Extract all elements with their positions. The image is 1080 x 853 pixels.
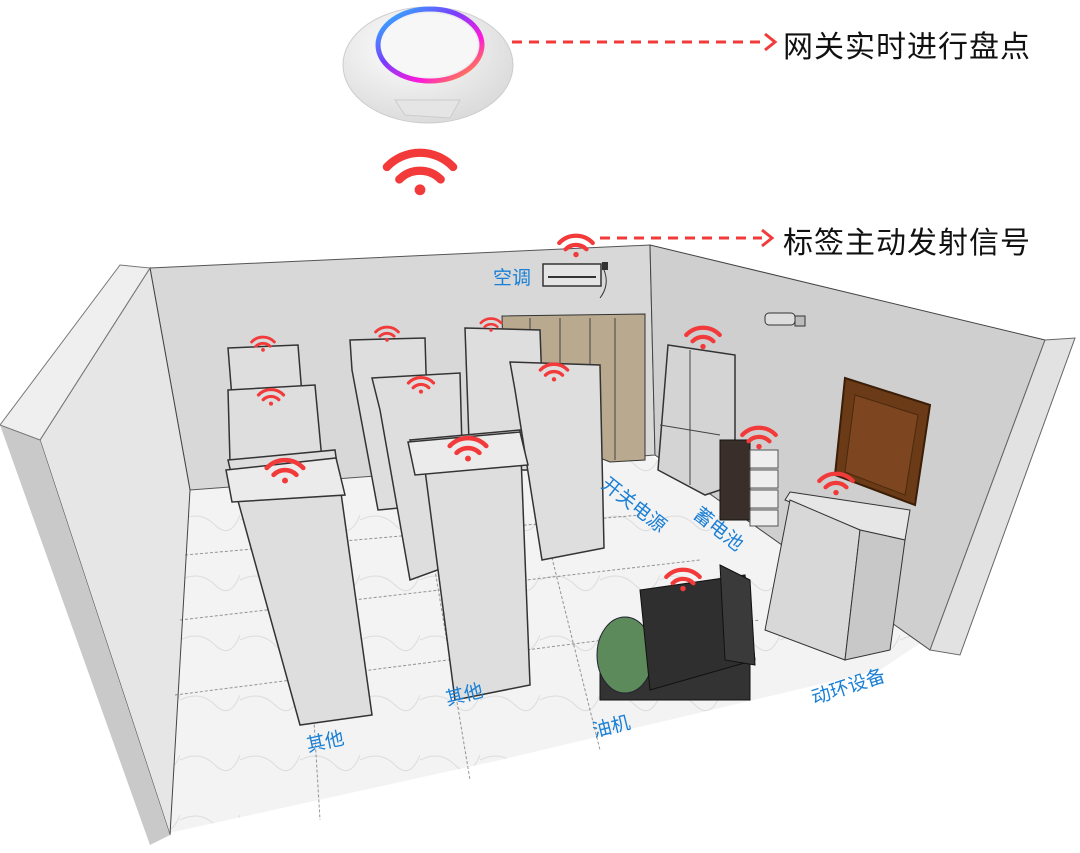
- air-conditioner: [542, 262, 608, 299]
- tag-callout-text: 标签主动发射信号: [783, 226, 1031, 261]
- camera-icon: [764, 312, 806, 327]
- battery-rack: [719, 439, 779, 527]
- gateway-callout-text: 网关实时进行盘点: [783, 30, 1031, 65]
- switching-power-cabinet: [657, 344, 736, 496]
- gateway-signal-icon: [387, 153, 453, 195]
- floor: [160, 455, 940, 835]
- right-wall-edge: [929, 337, 1076, 656]
- server-rack: [407, 429, 531, 701]
- left-wall-edge: [0, 425, 170, 845]
- left-wall-top: [0, 264, 151, 441]
- label-air-conditioner: 空调: [493, 267, 532, 289]
- gateway-callout-arrow: [512, 32, 778, 52]
- tag-callout-arrow: [600, 228, 775, 248]
- generator: [596, 564, 756, 701]
- env-monitor-unit: [764, 491, 911, 661]
- server-rack: [509, 361, 605, 561]
- gateway-device: [342, 6, 514, 124]
